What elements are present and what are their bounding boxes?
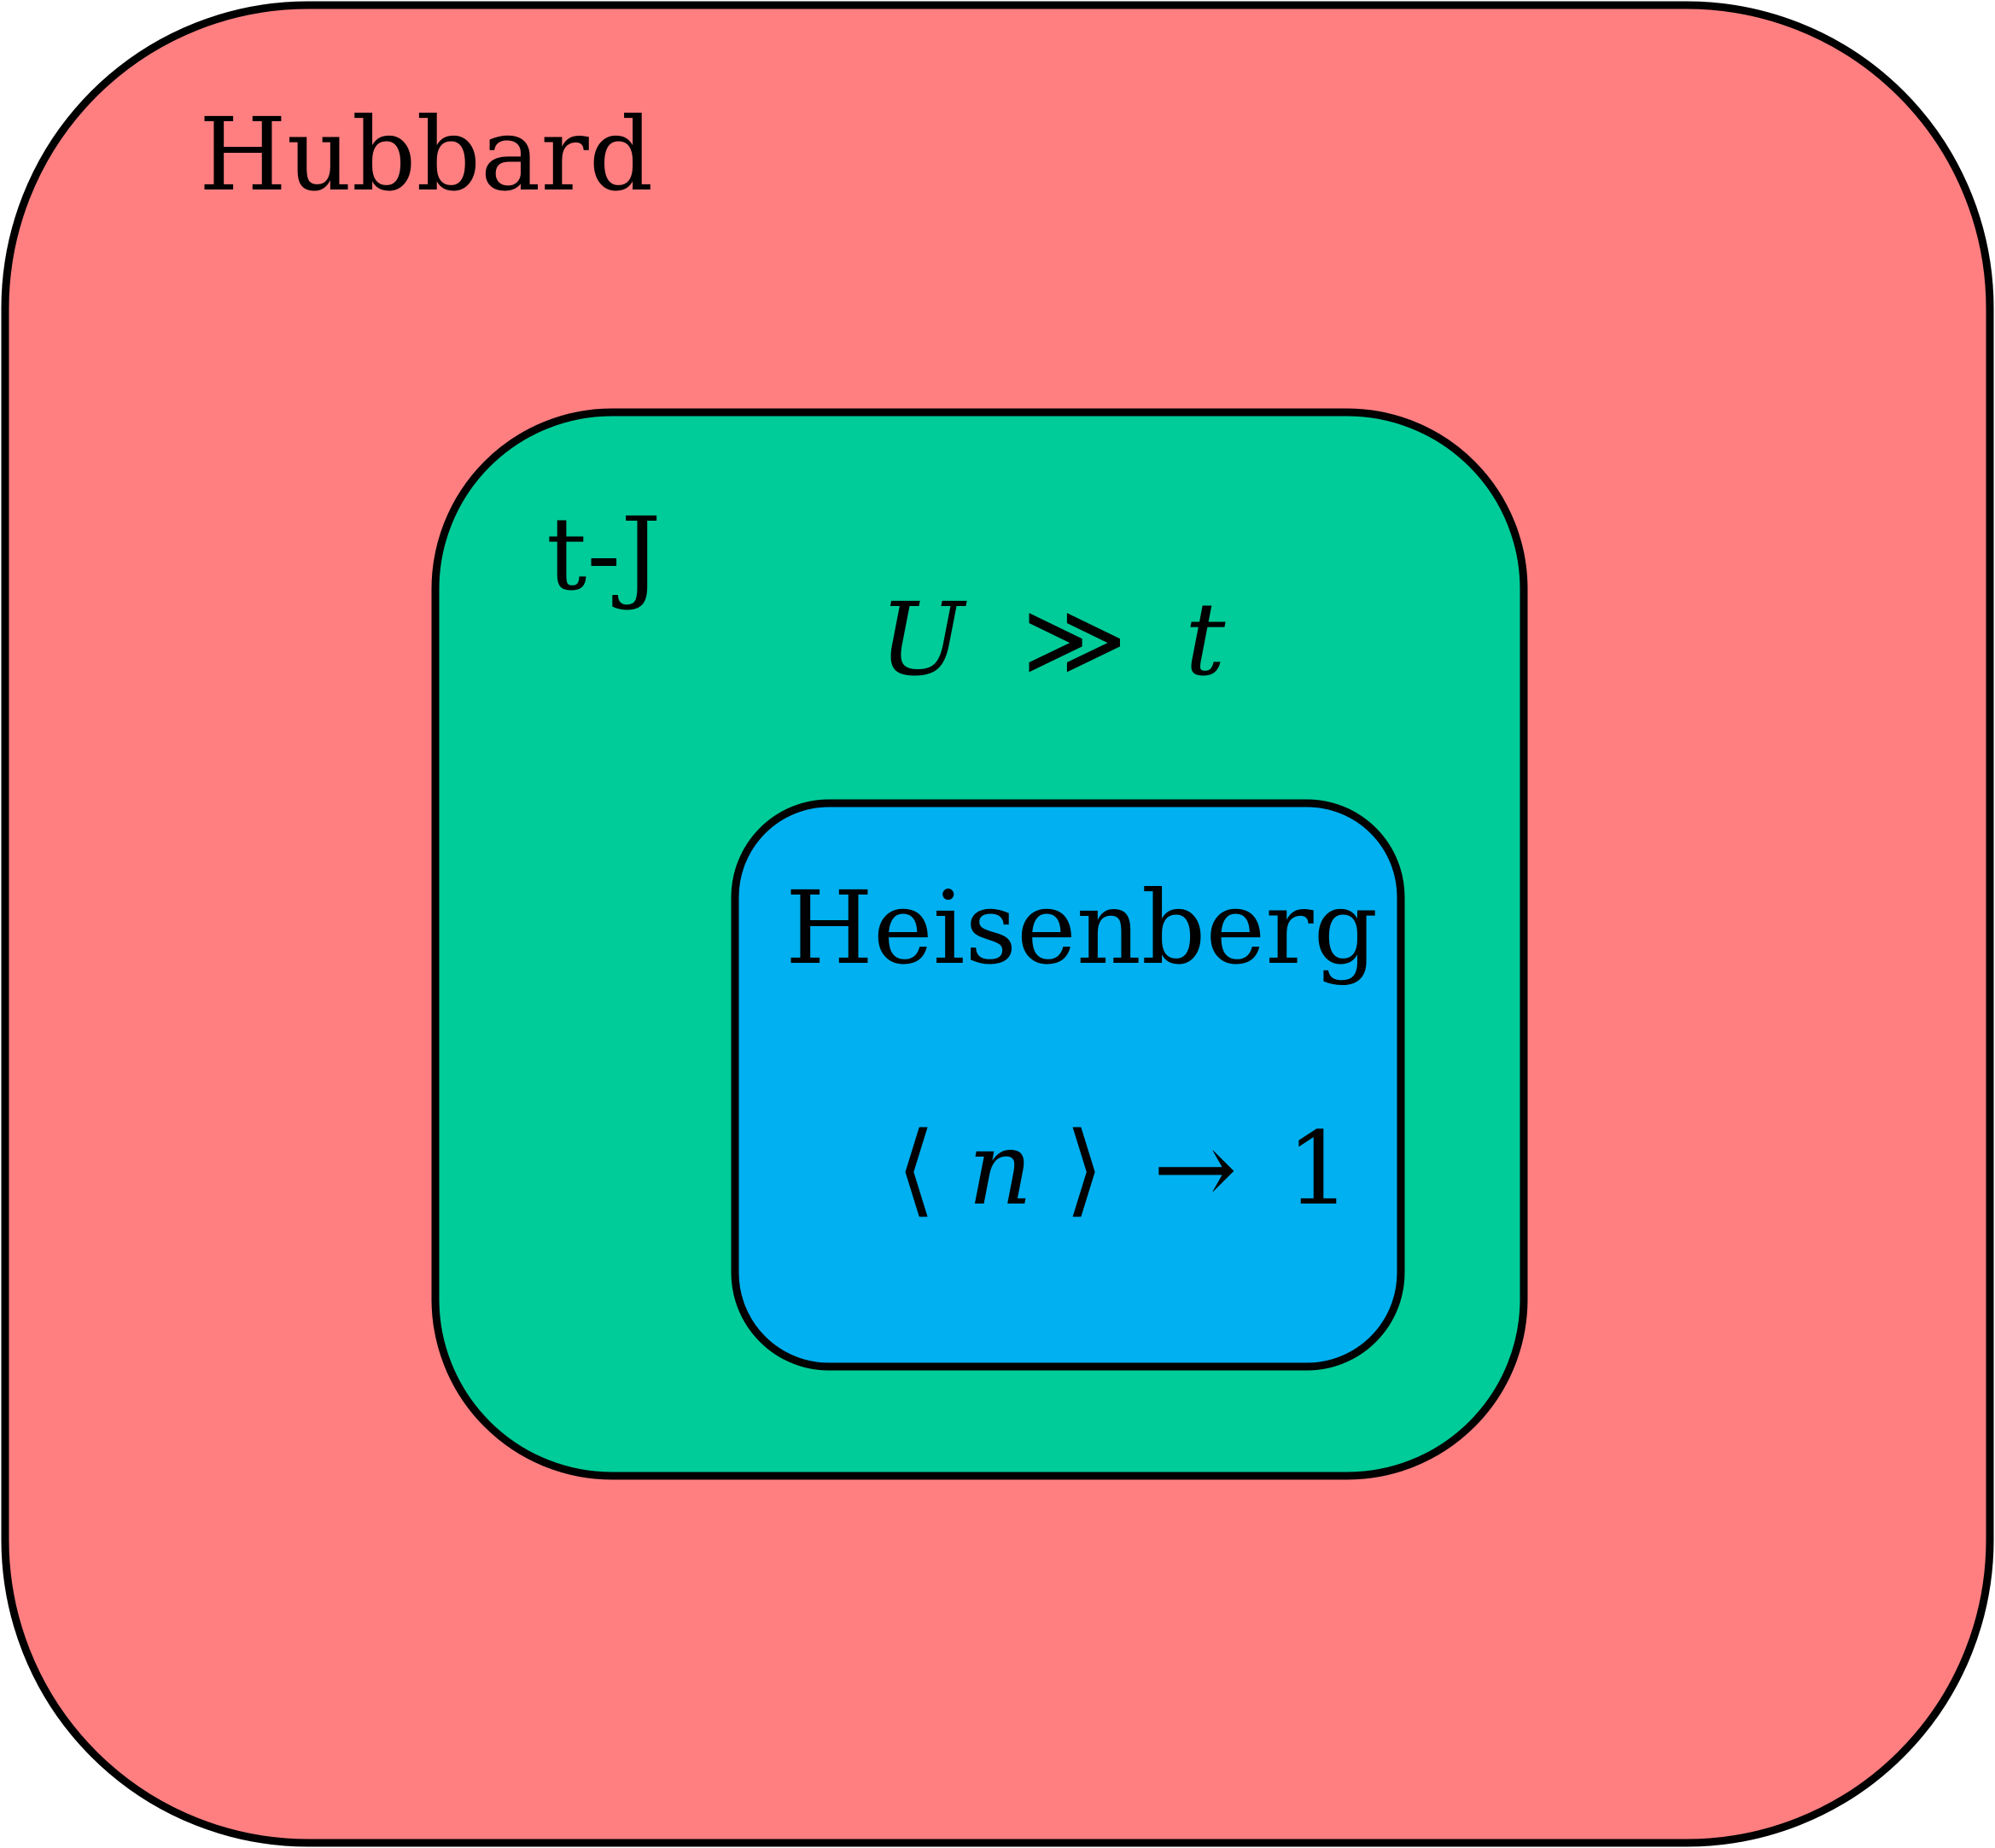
heisenberg-region <box>731 799 1405 1371</box>
heisenberg-condition: ⟨ n ⟩ → 1 <box>896 1110 1350 1227</box>
tj-condition-lhs: U <box>879 580 967 698</box>
arrow-icon: → <box>1153 1110 1238 1227</box>
heisenberg-condition-value: 1 <box>1286 1110 1350 1227</box>
right-angle-bracket: ⟩ <box>1065 1110 1104 1227</box>
tj-condition-rhs: t <box>1185 580 1226 698</box>
heisenberg-condition-var: n <box>968 1110 1033 1227</box>
tj-condition: U ≫ t <box>879 580 1226 698</box>
much-greater-than-symbol: ≫ <box>1022 580 1128 698</box>
hubbard-label: Hubbard <box>199 96 653 213</box>
tj-label: t-J <box>546 495 662 613</box>
left-angle-bracket: ⟨ <box>896 1110 936 1227</box>
heisenberg-label: Heisenberg <box>785 869 1378 987</box>
